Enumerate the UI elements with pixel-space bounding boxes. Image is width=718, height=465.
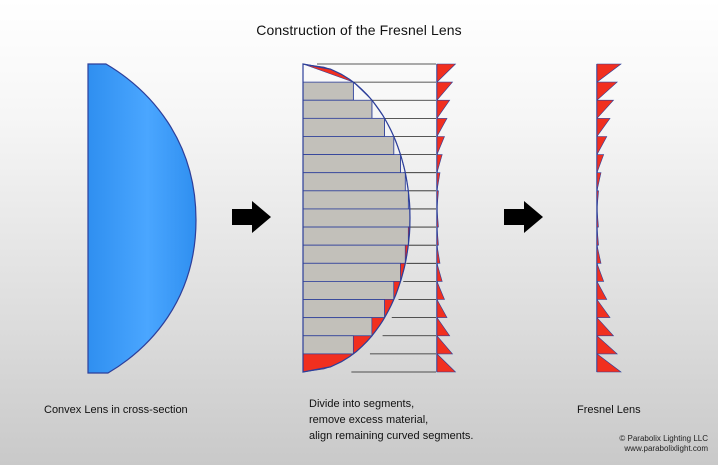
segment-profile-tooth [436,172,441,191]
segment-block [302,136,395,155]
lens-outline [302,63,411,373]
arrow-right-icon [504,201,543,233]
fresnel-tooth [596,118,611,138]
segment-block [302,262,401,282]
fresnel-tooth [596,281,608,300]
segmented-lens [302,63,457,373]
segment-profile-tooth [436,208,439,228]
fresnel-tooth [596,190,599,209]
segment-block [302,317,373,337]
segment-block [302,244,406,264]
credit-company: © Parabolix Lighting LLC [619,434,708,443]
fresnel-tooth [596,335,618,355]
caption-segments-line-2: remove excess material, [309,414,429,426]
segment-profile-tooth [436,299,448,318]
segment-profile-tooth [436,245,441,264]
diagram-title: Construction of the Fresnel Lens [256,22,462,38]
fresnel-tooth [596,81,618,101]
segment-block [302,190,409,210]
caption-segments-line-3: align remaining curved segments. [309,430,474,442]
segment-profile-tooth [436,118,448,137]
segment-block [302,172,406,192]
fresnel-tooth [596,136,608,155]
fresnel-tooth [596,245,602,264]
segment-block [302,208,411,228]
fresnel-tooth [596,263,605,282]
convex-lens-body [87,63,197,374]
segment-block [302,81,354,101]
segment-block [302,99,373,119]
segment-profile-tooth [436,316,451,337]
segment-block [302,281,395,300]
fresnel-tooth [596,99,615,120]
fresnel-tooth [596,154,605,173]
segment-block [302,335,354,355]
fresnel-tooth [596,316,615,337]
fresnel-tooth [596,298,611,318]
segment-block [302,117,385,137]
segment-profile-tooth [436,263,443,282]
caption-fresnel-lens: Fresnel Lens [577,404,641,416]
credit-website: www.parabolixlight.com [624,444,708,453]
segment-profile-tooth [436,81,454,102]
caption-segments: Divide into segments, remove excess mate… [309,396,529,444]
fresnel-tooth [596,172,602,191]
caption-segments-line-1: Divide into segments, [309,398,415,410]
removed-material [302,63,354,83]
segment-profile-tooth [436,136,445,155]
fresnel-tooth [596,353,622,373]
segment-profile-tooth [436,154,443,173]
fresnel-lens [596,63,622,373]
segment-profile-tooth [436,353,457,373]
fresnel-tooth [596,63,622,83]
segment-profile-tooth [436,99,451,120]
segment-block [302,226,409,246]
segment-profile-tooth [436,334,454,355]
removed-material [302,353,355,373]
segment-profile-tooth [436,281,445,300]
segment-profile-tooth [436,63,457,83]
caption-convex-lens: Convex Lens in cross-section [44,404,188,416]
fresnel-tooth [596,227,599,246]
convex-lens [87,63,197,374]
segment-profile-tooth [436,227,439,246]
copyright-credit: © Parabolix Lighting LLC www.parabolixli… [619,434,708,454]
arrow-right-icon [232,201,271,233]
fresnel-tooth [596,208,599,228]
segment-block [302,154,401,174]
segment-profile-tooth [436,190,439,209]
segment-block [302,299,385,319]
